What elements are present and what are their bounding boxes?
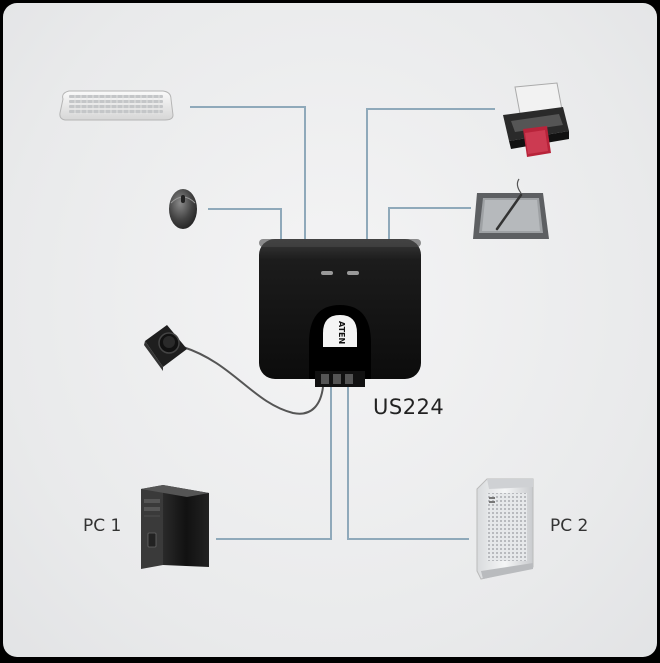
model-label: US224: [373, 395, 445, 419]
kvm-switch-icon: ATEN: [259, 239, 421, 387]
diagram-canvas: ATEN US224 PC 1 PC 2: [3, 3, 657, 657]
mouse-cable: [208, 208, 282, 239]
pc1-label: PC 1: [83, 516, 122, 536]
pc2-cable: [347, 385, 469, 540]
cables: [182, 106, 495, 540]
remote-cable: [182, 346, 324, 415]
pc-tower-icon: [141, 485, 209, 569]
brand-logo: ATEN: [337, 321, 346, 344]
printer-icon: [503, 82, 569, 157]
keyboard-icon: [59, 90, 174, 121]
keyboard-cable: [190, 106, 306, 239]
mouse-icon: [169, 189, 197, 229]
connection-diagram: ATEN: [59, 82, 569, 580]
tablet-icon: [473, 178, 549, 239]
pc1-cable: [216, 385, 332, 540]
printer-cable: [366, 108, 495, 239]
pc2-label: PC 2: [550, 516, 589, 536]
tablet-cable: [388, 207, 471, 239]
mac-pro-icon: [476, 478, 534, 580]
remote-switch-icon: [144, 325, 187, 371]
